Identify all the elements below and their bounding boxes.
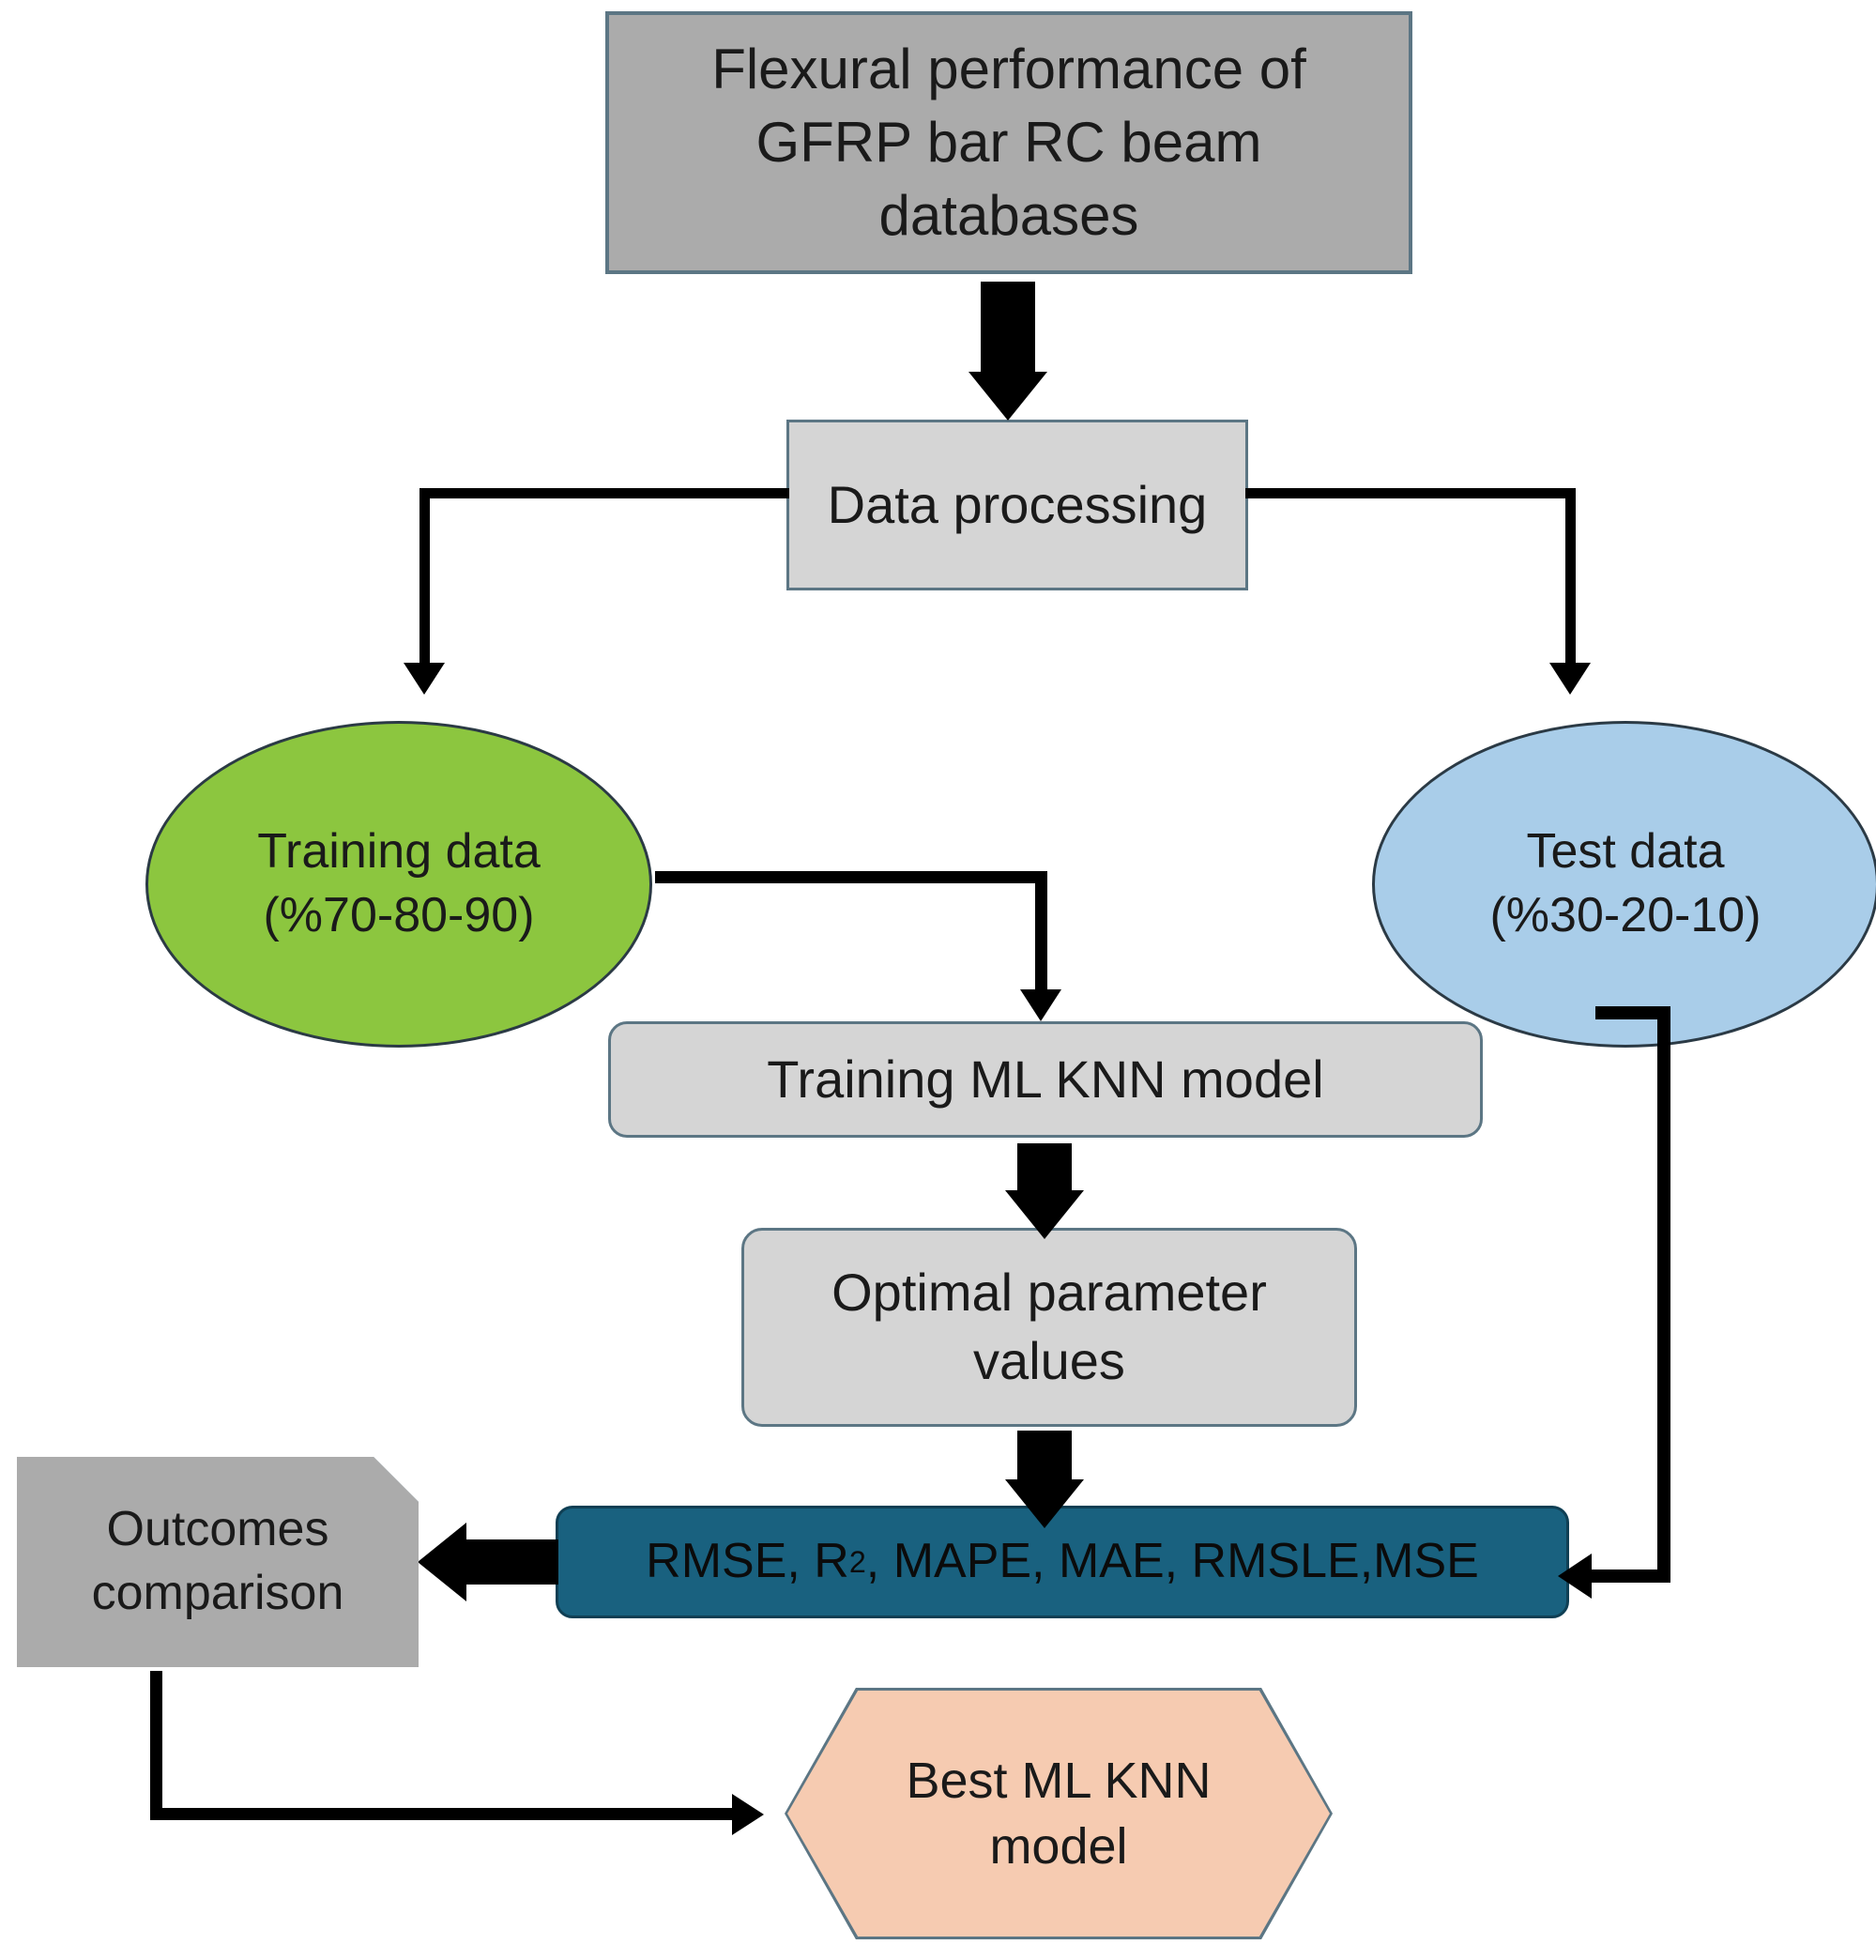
edge-outcomes-to-best-horizontal <box>150 1808 738 1820</box>
edge-test-to-metrics-vertical <box>1657 1006 1670 1583</box>
edge-test-to-metrics-arrowhead <box>1558 1554 1592 1599</box>
edge-metrics-to-outcomes-shaft <box>465 1539 558 1585</box>
node-optimal-parameter-values: Optimal parameter values <box>741 1228 1357 1427</box>
metrics-label-prefix: RMSE, R <box>646 1534 849 1589</box>
edge-outcomes-to-best-arrowhead <box>732 1794 764 1835</box>
edge-outcomes-to-best-vertical <box>150 1671 162 1819</box>
node-outcomes-comparison: Outcomes comparison <box>17 1457 419 1667</box>
node-training-data: Training data (%70-80-90) <box>145 721 652 1048</box>
edge-processing-to-test-vertical <box>1565 488 1576 668</box>
edge-processing-to-training-vertical <box>419 488 430 668</box>
edge-training-to-model-horizontal <box>655 871 1047 883</box>
edge-processing-to-training-arrowhead <box>404 663 445 695</box>
edge-model-to-optimal-arrowhead <box>1005 1190 1084 1239</box>
node-test-data: Test data (%30-20-10) <box>1372 721 1876 1048</box>
node-database: Flexural performance of GFRP bar RC beam… <box>605 11 1412 274</box>
edge-training-to-model-vertical <box>1035 871 1047 995</box>
edge-metrics-to-outcomes-arrowhead <box>418 1523 466 1601</box>
edge-model-to-optimal-shaft <box>1017 1143 1072 1196</box>
edge-test-to-metrics-stub <box>1595 1006 1669 1019</box>
edge-optimal-to-metrics-arrowhead <box>1005 1479 1084 1528</box>
edge-processing-to-training-horizontal <box>419 488 789 498</box>
edge-test-to-metrics-horizontal <box>1586 1570 1670 1583</box>
edge-database-to-processing-shaft <box>981 282 1035 374</box>
node-training-ml-knn-model: Training ML KNN model <box>608 1021 1483 1138</box>
node-best-ml-knn-model: Best ML KNN model <box>787 1691 1330 1937</box>
metrics-label-suffix: , MAPE, MAE, RMSLE,MSE <box>865 1534 1479 1589</box>
edge-optimal-to-metrics-shaft <box>1017 1431 1072 1485</box>
edge-processing-to-test-horizontal <box>1245 488 1576 498</box>
edge-database-to-processing-arrowhead <box>969 372 1047 421</box>
edge-training-to-model-arrowhead <box>1020 989 1061 1021</box>
edge-processing-to-test-arrowhead <box>1549 663 1591 695</box>
node-data-processing: Data processing <box>786 420 1248 590</box>
